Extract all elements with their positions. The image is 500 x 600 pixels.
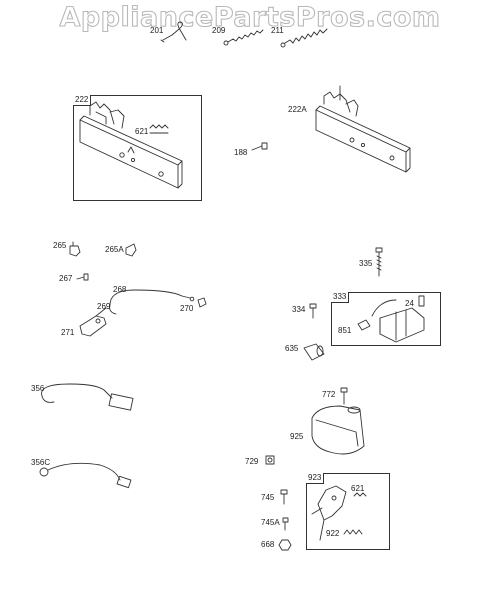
callout-922: 922	[326, 529, 340, 538]
watermark-text: AppliancePartsPros.com	[59, 1, 441, 33]
part-745A-screw	[282, 517, 289, 531]
callout-729: 729	[245, 457, 259, 466]
part-188-screw	[251, 142, 268, 151]
part-222-control-bracket	[79, 101, 183, 189]
callout-851: 851	[338, 326, 352, 335]
part-270-clip	[197, 297, 207, 308]
part-621-spring-clip-b	[353, 492, 367, 497]
part-635-plug-cap	[303, 343, 325, 361]
assembly-box-222	[73, 95, 202, 201]
part-267-screw	[76, 273, 89, 281]
callout-334: 334	[292, 305, 306, 314]
part-923-bracket	[311, 485, 347, 541]
callout-222A: 222A	[288, 105, 307, 114]
part-268-cable	[109, 289, 195, 315]
part-851-spark-boot	[357, 319, 371, 331]
callout-265: 265	[53, 241, 67, 250]
callout-635: 635	[285, 344, 299, 353]
part-271-lever	[79, 307, 107, 337]
part-335-bolt	[375, 247, 383, 277]
callout-209: 209	[212, 26, 226, 35]
part-333-armature	[371, 299, 425, 343]
part-356C-cable	[39, 462, 132, 489]
part-334-screw	[309, 303, 317, 319]
part-222A-control-bracket	[315, 85, 411, 173]
callout-24: 24	[405, 299, 414, 308]
callout-335: 335	[359, 259, 373, 268]
callout-201: 201	[150, 26, 164, 35]
callout-745: 745	[261, 493, 275, 502]
callout-621-a: 621	[135, 127, 149, 136]
assembly-box-label-923: 923	[306, 473, 325, 484]
callout-270: 270	[180, 304, 194, 313]
part-729-grommet	[265, 455, 275, 465]
callout-356: 356	[31, 384, 45, 393]
part-24-screw	[418, 295, 425, 307]
callout-269: 269	[97, 302, 111, 311]
part-201-wire-link	[160, 21, 187, 43]
part-745-screw	[280, 489, 288, 505]
callout-267: 267	[59, 274, 73, 283]
assembly-box-label-222: 222	[73, 95, 92, 106]
callout-265A: 265A	[105, 245, 124, 254]
part-922-spring	[343, 529, 363, 535]
callout-188: 188	[234, 148, 248, 157]
callout-925: 925	[290, 432, 304, 441]
part-772-screw	[340, 387, 348, 405]
part-209-spring	[223, 29, 264, 46]
callout-268: 268	[113, 285, 127, 294]
part-621-spring-clip	[149, 124, 169, 134]
callout-621-b: 621	[351, 484, 365, 493]
callout-271: 271	[61, 328, 75, 337]
part-265-clip	[69, 241, 81, 257]
part-265A-clip	[125, 243, 137, 257]
callout-668: 668	[261, 540, 275, 549]
callout-745A: 745A	[261, 518, 280, 527]
callout-211: 211	[271, 26, 284, 35]
assembly-box-923	[306, 473, 390, 550]
part-668-nut	[278, 539, 292, 551]
assembly-box-333	[331, 292, 441, 346]
assembly-box-label-333: 333	[331, 292, 350, 303]
part-211-spring	[280, 28, 328, 48]
callout-772: 772	[322, 390, 336, 399]
part-356-cable	[41, 383, 134, 411]
part-925-fuel-tank	[311, 405, 365, 455]
callout-356C: 356C	[31, 458, 51, 467]
